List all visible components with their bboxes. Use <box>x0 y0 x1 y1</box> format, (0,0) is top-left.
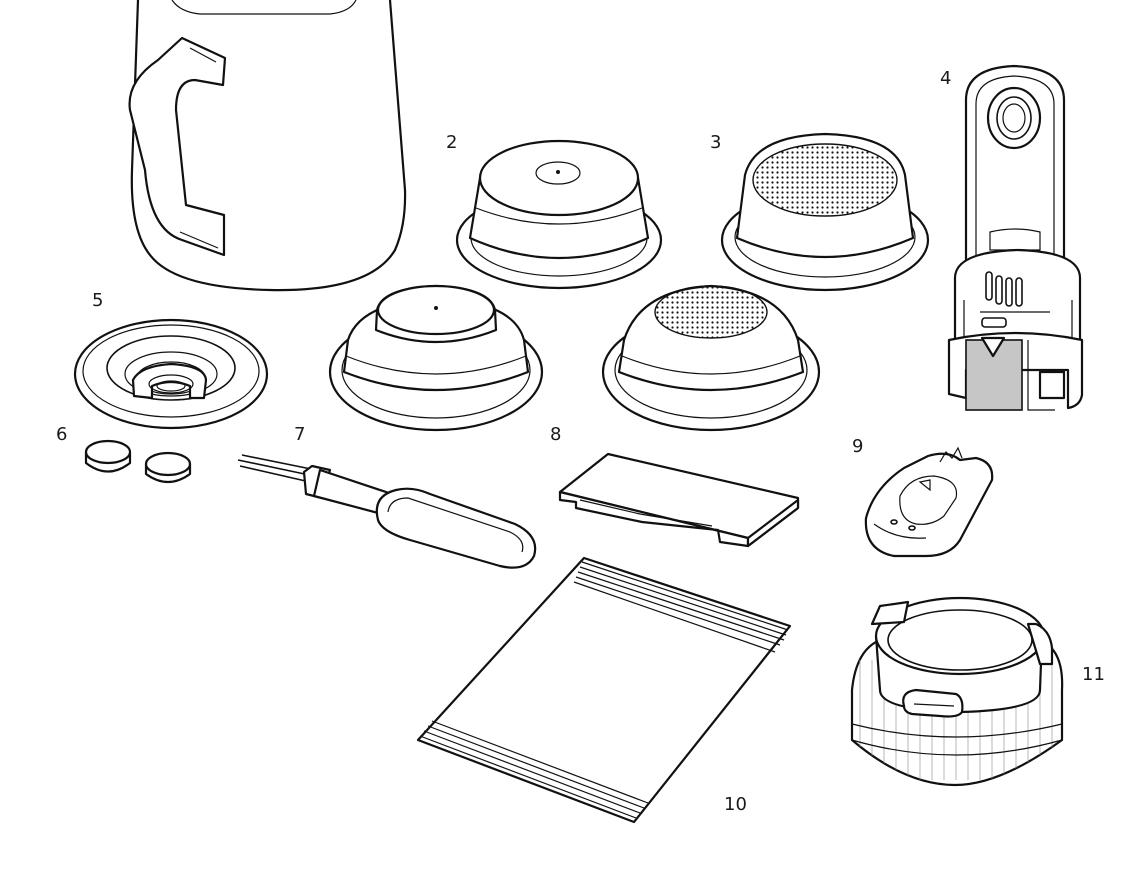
filter-basket-2 <box>455 139 663 290</box>
card-tool <box>558 452 800 548</box>
label-4: 4 <box>940 68 952 89</box>
zip-bag <box>416 556 792 824</box>
filter-basket-3 <box>720 132 930 292</box>
cleaning-disc <box>73 318 269 430</box>
filter-basket-3b <box>601 284 821 432</box>
razor-tool <box>947 64 1084 411</box>
label-10: 10 <box>724 794 747 815</box>
holder-clip <box>864 446 994 558</box>
label-8: 8 <box>550 424 562 445</box>
label-2: 2 <box>446 132 458 153</box>
milk-jug <box>128 0 407 292</box>
cleaning-tablets <box>84 439 192 484</box>
dosing-ring <box>850 596 1064 787</box>
cleaning-tool <box>237 454 537 569</box>
label-9: 9 <box>852 436 864 457</box>
label-11: 11 <box>1082 664 1105 685</box>
label-5: 5 <box>92 290 104 311</box>
label-3: 3 <box>710 132 722 153</box>
label-7: 7 <box>294 424 306 445</box>
label-6: 6 <box>56 424 68 445</box>
filter-basket-2b <box>328 284 544 432</box>
